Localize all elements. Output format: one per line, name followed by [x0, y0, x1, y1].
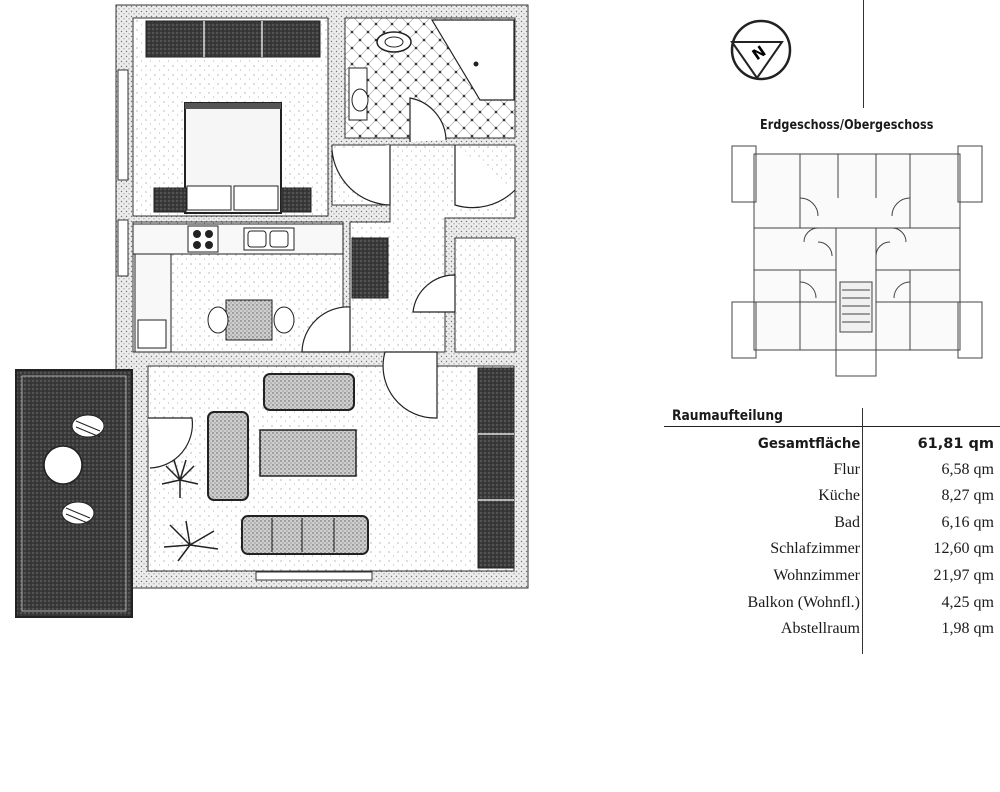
table-rule: [664, 426, 1000, 427]
room-label: Wohnzimmer: [773, 566, 860, 584]
room-area: 1,98 qm: [941, 620, 994, 638]
room-label: Balkon (Wohnfl.): [747, 593, 860, 611]
table-row: Abstellraum 1,98 qm: [600, 620, 1000, 647]
floor-plan: [15, 4, 529, 618]
room-table-title: Raumaufteilung: [672, 408, 783, 424]
total-area-label: Gesamtfläche: [757, 436, 860, 452]
total-area-row: Gesamtfläche 61,81 qm: [600, 434, 1000, 461]
table-row: Balkon (Wohnfl.) 4,25 qm: [600, 594, 1000, 621]
room-area: 4,25 qm: [941, 593, 994, 611]
balcony: [15, 369, 133, 618]
room-label: Abstellraum: [780, 620, 860, 638]
room-label: Bad: [834, 513, 860, 531]
room-area: 6,58 qm: [941, 460, 994, 478]
north-compass: N: [730, 19, 792, 81]
room-area: 6,16 qm: [941, 513, 994, 531]
storage-room: [454, 237, 516, 353]
table-row: Bad 6,16 qm: [600, 514, 1000, 541]
room-area: 12,60 qm: [933, 540, 994, 558]
divider-line: [863, 0, 864, 108]
room-area: 21,97 qm: [933, 566, 994, 584]
room-label: Schlafzimmer: [770, 540, 860, 558]
room-table: Gesamtfläche 61,81 qm Flur 6,58 qm Küche…: [600, 434, 1000, 647]
room-area: 8,27 qm: [941, 487, 994, 505]
table-row: Flur 6,58 qm: [600, 461, 1000, 488]
total-area-value: 61,81 qm: [917, 436, 994, 452]
table-row: Wohnzimmer 21,97 qm: [600, 567, 1000, 594]
room-label: Flur: [833, 460, 860, 478]
table-row: Küche 8,27 qm: [600, 487, 1000, 514]
table-divider: [862, 408, 863, 654]
room-label: Küche: [818, 487, 860, 505]
building-keyplan: [731, 145, 983, 377]
table-row: Schlafzimmer 12,60 qm: [600, 540, 1000, 567]
keyplan-title: Erdgeschoss/Obergeschoss: [760, 118, 934, 133]
